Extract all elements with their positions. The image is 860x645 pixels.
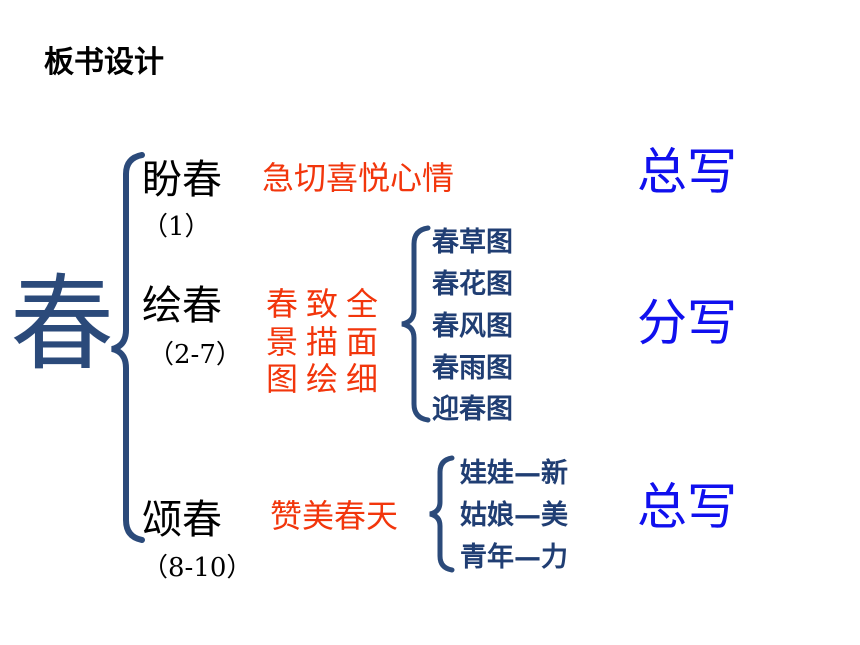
desc-grid-char: 图 [266,360,299,399]
desc-grid-char: 景 [266,322,299,361]
summary-1: 总写 [637,143,737,201]
summary-3: 总写 [637,478,737,536]
praise-items-list: 娃娃—新 姑娘—美 青年—力 [460,453,568,579]
range-2-7: （2-7） [148,340,242,370]
list-item: 青年—力 [460,541,568,573]
main-brace [111,152,145,543]
desc-grid-char: 绘 [306,360,339,399]
list-item: 春风图 [432,310,513,342]
range-8-10: （8-10） [142,553,253,583]
praise-brace [429,455,455,573]
list-item: 春花图 [432,268,513,300]
desc-grid-char: 描 [306,322,339,361]
desc-song-chun: 赞美春天 [270,497,399,535]
main-character: 春 [10,263,115,385]
list-item: 春草图 [432,227,513,258]
list-item: 春雨图 [432,352,513,384]
paint-items-list: 春草图 春花图 春风图 春雨图 迎春图 [432,222,513,431]
heading-song-chun: 颂春 [142,497,222,543]
page-title: 板书设计 [44,45,164,80]
list-item: 迎春图 [432,394,513,426]
desc-hui-chun-grid: 春 致 全 景 描 面 图 绘 细 [266,285,386,399]
range-1: （1） [142,212,211,242]
heading-pan-chun: 盼春 [142,157,222,203]
paint-brace [401,225,431,423]
desc-grid-char: 面 [346,322,379,361]
summary-2: 分写 [637,294,737,352]
list-item: 姑娘—美 [460,499,568,531]
desc-grid-char: 细 [346,360,379,399]
desc-grid-char: 致 [306,285,339,323]
list-item: 娃娃—新 [460,458,568,489]
desc-grid-char: 全 [346,285,379,323]
heading-hui-chun: 绘春 [142,283,222,329]
desc-pan-chun: 急切喜悦心情 [262,159,455,197]
desc-grid-char: 春 [266,285,299,323]
